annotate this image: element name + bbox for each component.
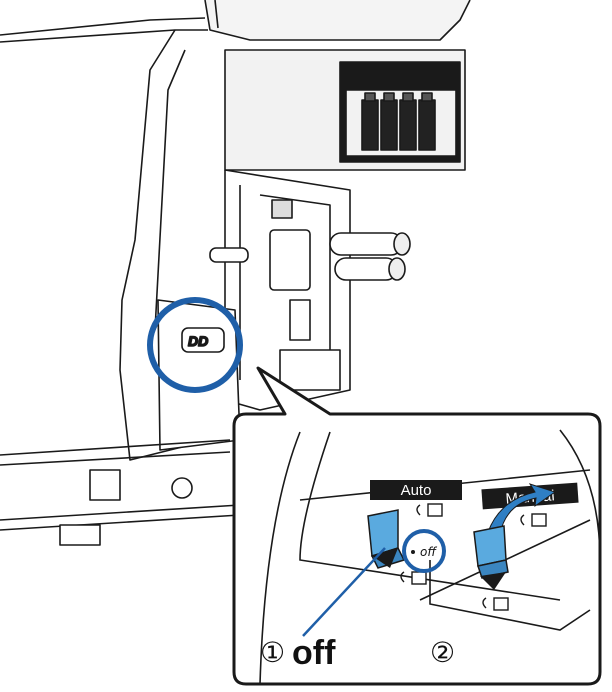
roll-icon-group <box>400 503 547 611</box>
roll-icon <box>482 597 509 611</box>
off-indicator: off <box>402 529 446 573</box>
step1-text: off <box>292 634 336 672</box>
manual-switch-lever[interactable] <box>473 525 509 590</box>
roll-icon <box>520 513 547 527</box>
svg-text:DD: DD <box>188 333 208 349</box>
curved-arrow-icon <box>487 483 557 535</box>
auto-label: Auto <box>401 482 432 499</box>
roll-icon <box>416 503 443 517</box>
highlight-ring-printer <box>147 297 243 393</box>
step2-number: ② <box>430 636 455 669</box>
roll-icon <box>400 571 427 585</box>
leader-line <box>302 547 386 637</box>
auto-label-plate: Auto <box>370 480 462 500</box>
printer-body: DD <box>0 0 471 546</box>
step1-number: ① <box>260 636 285 669</box>
off-label: off <box>420 545 437 559</box>
